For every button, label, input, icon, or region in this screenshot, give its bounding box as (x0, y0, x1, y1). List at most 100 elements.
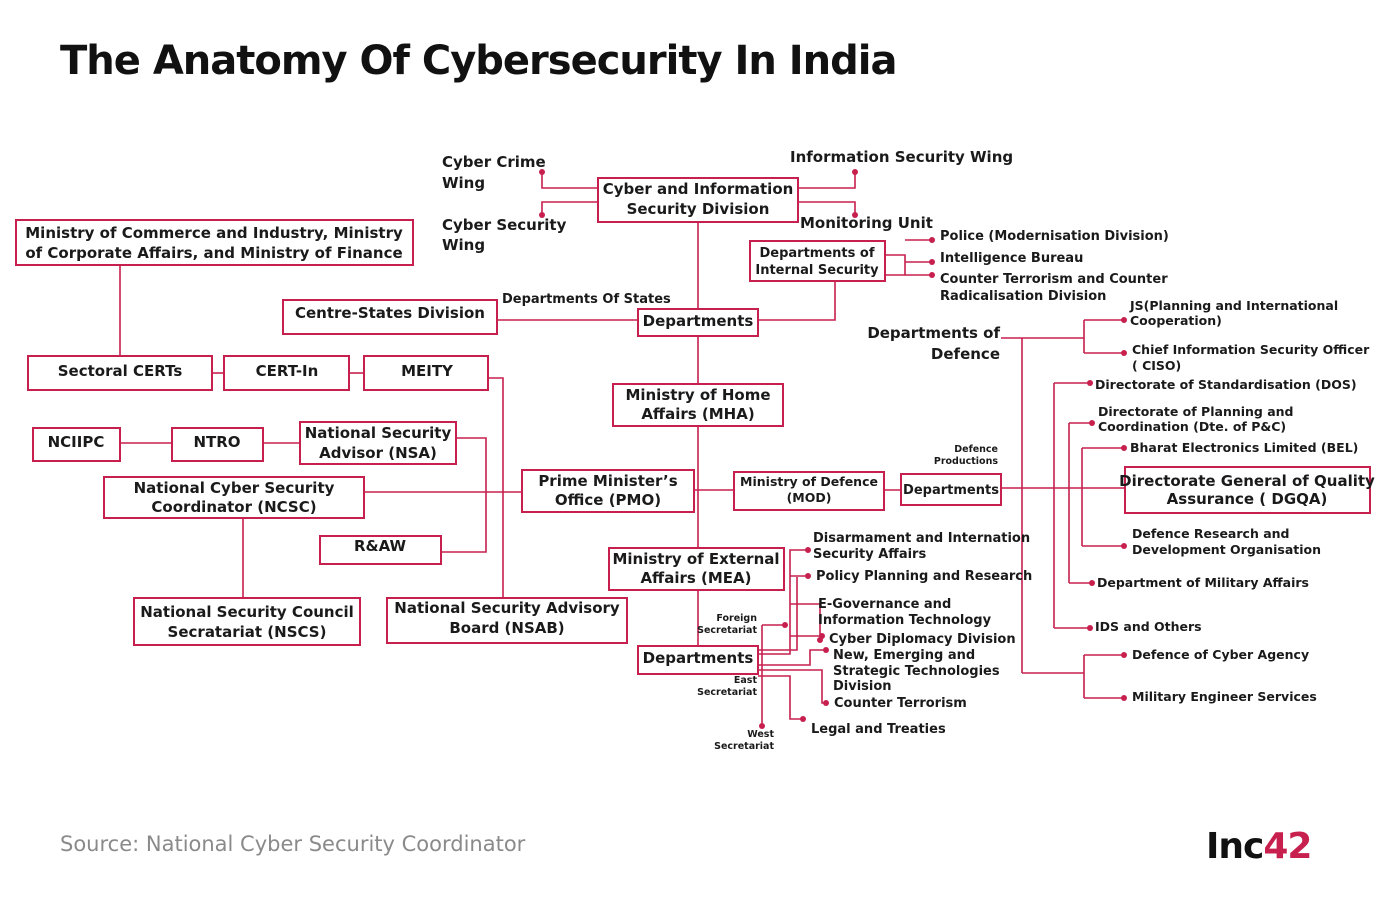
box-nsa-line2: Advisor (NSA) (319, 444, 437, 462)
label-policy-planning: Policy Planning and Research (816, 569, 1032, 584)
label-east-secretariat-1: East (734, 675, 758, 686)
box-nscs: National Security Council Secratariat (N… (133, 597, 361, 646)
box-cyber-info-security-division-line1: Cyber and Information (603, 180, 794, 198)
box-dgqa-line1: Directorate General of Quality (1119, 472, 1375, 490)
box-dis-line1: Departments of (760, 246, 875, 261)
box-sectoral-certs-label: Sectoral CERTs (58, 362, 183, 380)
box-cyber-info-security-division-line2: Security Division (627, 200, 770, 218)
label-information-security-wing: Information Security Wing (790, 148, 1013, 166)
box-dgqa-line2: Assurance ( DGQA) (1167, 490, 1328, 508)
label-e-governance-2: Information Technology (818, 613, 992, 628)
box-ntro-label: NTRO (193, 433, 240, 451)
logo-text: Inc (1206, 826, 1264, 867)
label-cyber-crime-wing-2: Wing (442, 174, 485, 192)
label-foreign-secretariat-1: Foreign (716, 613, 757, 624)
box-mod: Ministry of Defence (MOD) (733, 471, 885, 511)
label-disarmament-1: Disarmament and Internation (813, 531, 1030, 546)
box-centre-states-division: Centre-States Division (282, 299, 498, 335)
box-departments-mea: Departments (637, 645, 759, 675)
label-new-emerging-2: Strategic Technologies (833, 664, 1000, 679)
label-legal-treaties: Legal and Treaties (811, 722, 946, 737)
box-nsab-line1: National Security Advisory (394, 599, 620, 617)
box-pmo-line2: Office (PMO) (555, 491, 661, 509)
box-dis-line2: Internal Security (755, 263, 879, 278)
label-drdo-2: Development Organisation (1132, 542, 1321, 557)
label-cyber-security-wing-2: Wing (442, 236, 485, 254)
box-mod-line2: (MOD) (787, 490, 832, 505)
label-ciso-2: ( CISO) (1132, 358, 1181, 373)
box-raw: R&AW (319, 535, 442, 565)
box-ntro: NTRO (171, 427, 264, 462)
label-counter-terrorism-radicalisation-1: Counter Terrorism and Counter (940, 272, 1168, 287)
label-js-planning-1: JS(Planning and International (1129, 298, 1338, 313)
label-defence-productions-2: Productions (934, 456, 998, 467)
box-departments-mod: Departments (900, 473, 1002, 506)
label-departments-of-states: Departments Of States (502, 292, 671, 307)
box-nsab: National Security Advisory Board (NSAB) (386, 597, 628, 644)
box-departments-mod-label: Departments (903, 483, 999, 498)
box-ministry-commerce-line1: Ministry of Commerce and Industry, Minis… (25, 224, 403, 242)
label-west-secretariat-1: West (747, 729, 774, 740)
label-cyber-diplomacy: Cyber Diplomacy Division (829, 632, 1016, 647)
label-dte-pc-1: Directorate of Planning and (1098, 404, 1294, 419)
label-police-modernisation: Police (Modernisation Division) (940, 229, 1169, 244)
label-departments-of-defence-2: Defence (931, 345, 1000, 363)
box-centre-states-label: Centre-States Division (295, 304, 485, 322)
box-mea: Ministry of External Affairs (MEA) (608, 547, 785, 591)
box-cyber-info-security-division: Cyber and Information Security Division (597, 177, 799, 223)
box-nsa: National Security Advisor (NSA) (299, 421, 457, 465)
label-drdo-1: Defence Research and (1132, 526, 1289, 541)
box-mea-line1: Ministry of External (612, 550, 779, 568)
logo-number: 42 (1263, 826, 1312, 867)
label-military-engineer-services: Military Engineer Services (1132, 689, 1317, 704)
box-nciipc-label: NCIIPC (48, 433, 105, 451)
label-cyber-security-wing-1: Cyber Security (442, 216, 567, 234)
label-ciso-1: Chief Information Security Officer (1132, 342, 1370, 357)
label-ids-others: IDS and Others (1095, 619, 1202, 634)
box-mod-line1: Ministry of Defence (740, 474, 878, 489)
box-departments-mha: Departments (637, 308, 759, 337)
box-ministry-commerce-line2: of Corporate Affairs, and Ministry of Fi… (25, 244, 402, 262)
page-title: The Anatomy Of Cybersecurity In India (60, 38, 897, 84)
label-dos: Directorate of Standardisation (DOS) (1095, 377, 1357, 392)
label-new-emerging-1: New, Emerging and (833, 648, 975, 663)
box-ncsc-line2: Coordinator (NCSC) (151, 498, 316, 516)
box-ministry-commerce-corporate-finance: Ministry of Commerce and Industry, Minis… (15, 219, 414, 266)
box-dgqa: Directorate General of Quality Assurance… (1119, 466, 1375, 514)
label-disarmament-2: Security Affairs (813, 547, 926, 562)
box-nciipc: NCIIPC (32, 427, 121, 462)
box-cert-in-label: CERT-In (256, 362, 319, 380)
box-nsab-line2: Board (NSAB) (449, 619, 564, 637)
label-east-secretariat-2: Secretariat (697, 687, 757, 698)
label-cyber-agency: Defence of Cyber Agency (1132, 647, 1309, 662)
label-departments-of-defence-1: Departments of (867, 324, 1000, 342)
label-new-emerging-3: Division (833, 679, 892, 694)
connector-lines (119, 172, 1125, 726)
box-sectoral-certs: Sectoral CERTs (27, 355, 213, 391)
label-counter-terrorism-radicalisation-2: Radicalisation Division (940, 289, 1106, 304)
box-meity: MEITY (363, 355, 489, 391)
label-bel: Bharat Electronics Limited (BEL) (1130, 440, 1358, 455)
connector-dots (539, 169, 1127, 729)
label-defence-productions-1: Defence (954, 444, 998, 455)
box-mha-line1: Ministry of Home (625, 386, 770, 404)
label-dte-pc-2: Coordination (Dte. of P&C) (1098, 419, 1286, 434)
box-mha: Ministry of Home Affairs (MHA) (612, 383, 784, 427)
label-e-governance-1: E-Governance and (818, 597, 951, 612)
box-mea-line2: Affairs (MEA) (640, 569, 751, 587)
label-cyber-crime-wing-1: Cyber Crime (442, 153, 546, 171)
box-meity-label: MEITY (401, 362, 454, 380)
box-pmo: Prime Minister’s Office (PMO) (521, 469, 695, 513)
box-nsa-line1: National Security (305, 424, 452, 442)
label-counter-terrorism: Counter Terrorism (834, 696, 967, 711)
label-west-secretariat-2: Secretariat (714, 741, 774, 752)
box-ncsc-line1: National Cyber Security (134, 479, 335, 497)
box-ncsc: National Cyber Security Coordinator (NCS… (103, 476, 365, 519)
label-js-planning-2: Cooperation) (1130, 313, 1222, 328)
label-intelligence-bureau: Intelligence Bureau (940, 251, 1083, 266)
label-monitoring-unit: Monitoring Unit (800, 214, 933, 232)
box-nscs-line2: Secratariat (NSCS) (168, 623, 327, 641)
box-pmo-line1: Prime Minister’s (538, 472, 677, 490)
source-caption: Source: National Cyber Security Coordina… (60, 832, 526, 856)
